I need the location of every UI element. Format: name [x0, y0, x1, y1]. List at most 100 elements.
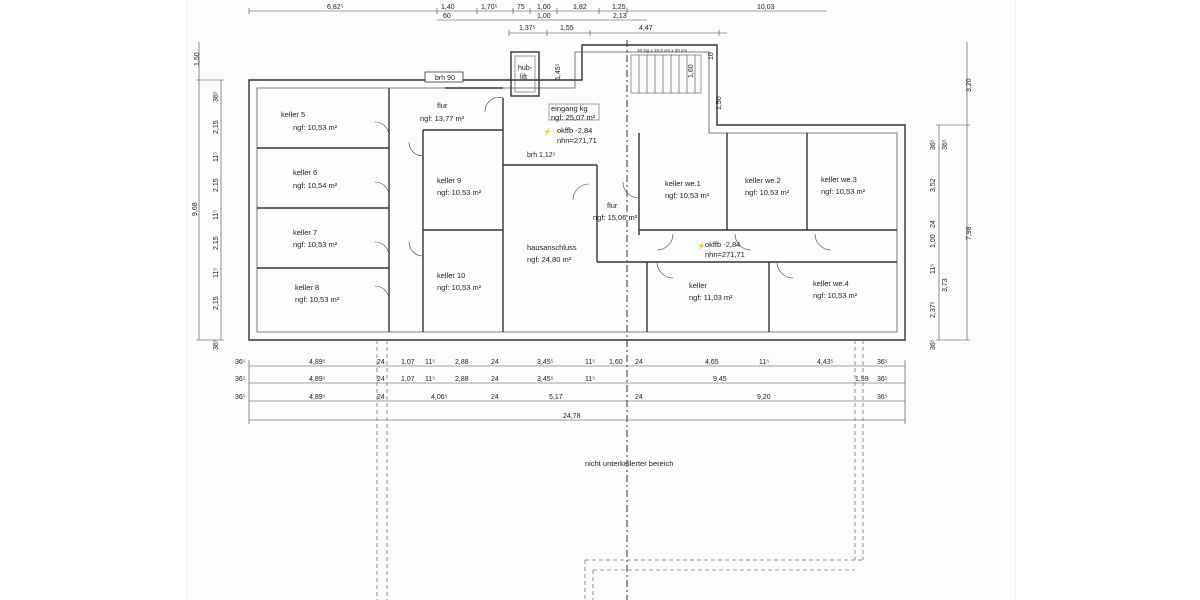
- room-keller7: keller 7 ngf: 10,53 m²: [293, 228, 338, 249]
- exterior-walls: [248, 44, 906, 341]
- dim-bot-r1-8: 3,45⁵: [537, 359, 554, 366]
- dim-top-14: 4,47: [639, 25, 653, 32]
- dim-right-8: 3,73: [942, 278, 949, 292]
- room-name: keller 6: [293, 168, 317, 177]
- dim-bot-r2-6: 2,88: [455, 376, 469, 383]
- room-kellerwe2: keller we.2 ngf: 10,53 m²: [745, 176, 790, 197]
- room-kellerwe1: keller we.1 ngf: 10,53 m²: [665, 179, 710, 200]
- dim-bot-r1-5: 11⁵: [425, 359, 435, 366]
- dim-left-7: 2,15: [213, 236, 220, 250]
- room-name: keller we.1: [665, 179, 701, 188]
- dim-right-2: 36⁵: [930, 139, 937, 150]
- dim-bot-r3-5: 24: [491, 394, 499, 401]
- room-keller: keller ngf: 11,03 m²: [689, 281, 733, 302]
- room-area: ngf: 13,77 m²: [420, 114, 465, 123]
- window-brh90: brh 90: [424, 71, 464, 83]
- room-name: flur: [437, 101, 448, 110]
- stair-label: 10 stg x 16,9 cm x 30 cm: [637, 48, 687, 53]
- drawing-sheet: 6,82⁵ 1,40 1,70⁵ 75 1,00 1,82 1,25 10,03…: [186, 0, 1016, 600]
- dim-top-12: 1,37⁵: [519, 25, 536, 32]
- dim-bot-r2-9: 11⁵: [585, 376, 595, 383]
- dim-bot-r2-7: 24: [491, 376, 499, 383]
- room-name: hausanschluss: [527, 243, 577, 252]
- room-name: keller we.3: [821, 175, 857, 184]
- dim-bot-r2-4: 1,07: [401, 376, 415, 383]
- brh90-label: brh 90: [435, 75, 455, 82]
- dim-bot-r2-3: 24: [377, 376, 385, 383]
- room-area: ngf: 10,53 m²: [813, 291, 858, 300]
- room-flur1: flur ngf: 13,77 m²: [420, 101, 465, 123]
- room-name: keller we.4: [813, 279, 849, 288]
- room-name: keller 9: [437, 176, 461, 185]
- dim-left-4: 11⁵: [213, 152, 220, 162]
- dim-right-3: 36⁵: [942, 139, 949, 150]
- top-dimensions: 6,82⁵ 1,40 1,70⁵ 75 1,00 1,82 1,25 10,03…: [248, 4, 827, 36]
- room-name: keller 7: [293, 228, 317, 237]
- dim-top-3: 1,70⁵: [481, 4, 498, 11]
- dim-top-11: 2,13: [613, 13, 627, 20]
- room-name: keller 10: [437, 271, 465, 280]
- room-keller10: keller 10 ngf: 10,53 m²: [437, 271, 482, 292]
- doors: [374, 97, 832, 301]
- room-keller6: keller 6 ngf: 10,54 m²: [293, 168, 338, 190]
- level-mark-1: ⚡: [543, 127, 552, 136]
- dim-left-6: 11⁵: [213, 210, 220, 220]
- dim-right-total: 7,98: [966, 226, 973, 240]
- dim-bot-r1-11: 24: [635, 359, 643, 366]
- room-name: eingang kg: [551, 104, 588, 113]
- dim-stair-1: 1,45⁵: [555, 63, 562, 80]
- dim-top-4: 75: [517, 4, 525, 11]
- room-area: ngf: 24,80 m²: [527, 255, 572, 264]
- room-kellerwe4: keller we.4 ngf: 10,53 m²: [813, 279, 858, 300]
- level2-a: okffb -2,84: [705, 240, 740, 249]
- room-area: ngf: 10,53 m²: [745, 188, 790, 197]
- room-hausanschluss: hausanschluss ngf: 24,80 m²: [527, 243, 577, 264]
- floor-plan: 6,82⁵ 1,40 1,70⁵ 75 1,00 1,82 1,25 10,03…: [192, 4, 973, 600]
- dim-left-2: 36⁵: [213, 91, 220, 102]
- dim-left-9: 2,15: [213, 296, 220, 310]
- dim-bot-r3-7: 24: [635, 394, 643, 401]
- room-area: ngf: 10,53 m²: [665, 191, 710, 200]
- dim-bot-r3-8: 9,20: [757, 394, 771, 401]
- dim-bot-r1-12: 4,65: [705, 359, 719, 366]
- level1-a: okffb -2,84: [557, 126, 592, 135]
- room-area: ngf: 10,53 m²: [295, 295, 340, 304]
- dim-top-8: 10,03: [757, 4, 775, 11]
- bottom-dimensions: 36⁵ 4,89⁵ 24 1,07 11⁵ 2,88 24 3,45⁵ 11⁵ …: [235, 359, 906, 424]
- dim-bot-r2-12: 36⁵: [877, 376, 888, 383]
- dim-left-8: 11⁵: [213, 268, 220, 278]
- dim-right-6: 1,00: [930, 234, 937, 248]
- dim-bot-r1-9: 11⁵: [585, 359, 595, 366]
- room-area: ngf: 10,53 m²: [293, 123, 338, 132]
- dim-stair-3: 10: [708, 52, 715, 60]
- room-area: ngf: 25,07 m²: [551, 113, 596, 122]
- dim-bot-r2-10: 9,45: [713, 376, 727, 383]
- dim-bot-r2-2: 4,89⁵: [309, 376, 326, 383]
- dim-bot-r3-2: 4,89⁵: [309, 394, 326, 401]
- room-area: ngf: 10,53 m²: [293, 240, 338, 249]
- dim-top-2: 1,40: [441, 4, 455, 11]
- room-name: keller 5: [281, 110, 305, 119]
- dim-top-10: 1,00: [537, 13, 551, 20]
- dim-right-7: 11⁵: [930, 264, 937, 274]
- dim-bot-r2-5: 11⁵: [425, 376, 435, 383]
- dim-bot-r1-6: 2,88: [455, 359, 469, 366]
- dim-stair-2: 1,60: [688, 64, 695, 78]
- room-area: ngf: 10,53 m²: [437, 283, 482, 292]
- dim-bot-r2-1: 36⁵: [235, 376, 246, 383]
- dim-bot-r1-3: 24: [377, 359, 385, 366]
- unexcavated-outline: nicht unterkellerter bereich: [376, 340, 864, 600]
- dim-top-7: 1,25: [612, 4, 626, 11]
- right-dimensions: 3,20 36⁵ 36⁵ 3,52 24 1,00 11⁵ 3,73 2,37⁵…: [930, 42, 973, 350]
- room-area: ngf: 15,06 m²: [593, 213, 638, 222]
- dim-top-13: 1,55: [560, 25, 574, 32]
- unexcavated-label: nicht unterkellerter bereich: [585, 459, 673, 468]
- room-name: flur: [607, 201, 618, 210]
- dim-bot-r2-8: 3,45⁵: [537, 376, 554, 383]
- dim-bot-r3-6: 5,17: [549, 394, 563, 401]
- dim-bot-r1-1: 36⁵: [235, 359, 246, 366]
- dim-bot-r3-4: 4,06⁵: [431, 394, 448, 401]
- dim-top-9: 60: [443, 13, 451, 20]
- dim-bot-r3-1: 36⁵: [235, 394, 246, 401]
- left-dimensions: 1,50 36⁵ 2,15 11⁵ 2,15 11⁵ 2,15 11⁵ 2,15…: [192, 42, 224, 350]
